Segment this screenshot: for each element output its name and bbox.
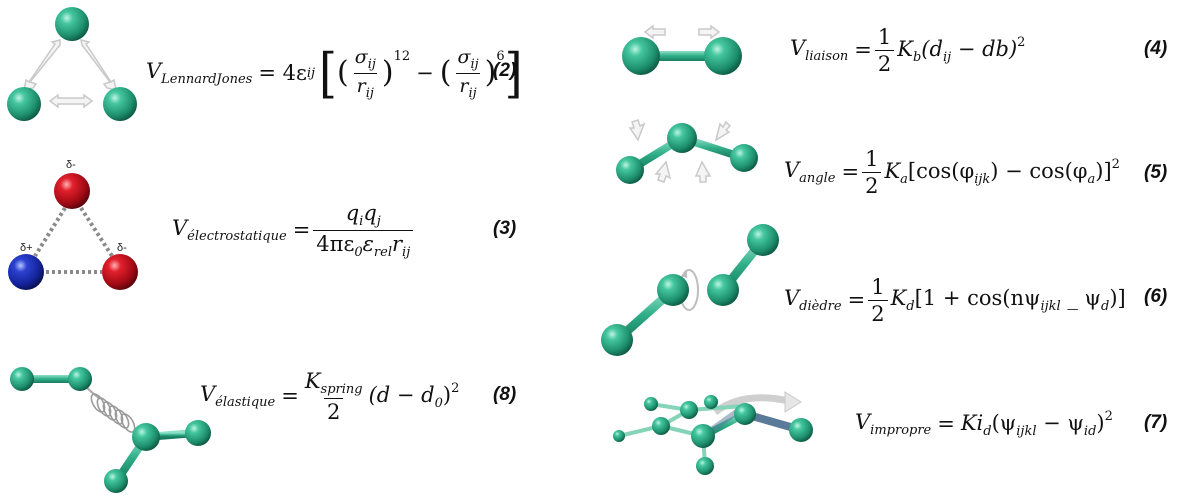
equation-number-5: (5) bbox=[1144, 162, 1168, 183]
spring-icon bbox=[90, 393, 136, 433]
atom-red-right bbox=[102, 254, 138, 290]
elastic-diagram bbox=[0, 355, 220, 498]
arrow-left-icon bbox=[23, 39, 61, 91]
charge-right: δ- bbox=[117, 242, 127, 254]
rotation-arrow-icon bbox=[784, 391, 802, 413]
improper-diagram bbox=[605, 384, 835, 498]
equation-number-8: (8) bbox=[493, 384, 517, 405]
dihedral-diagram bbox=[595, 218, 795, 358]
angle-diagram bbox=[608, 110, 768, 190]
arrow-left-icon bbox=[643, 24, 666, 40]
atom-red-top bbox=[54, 173, 90, 209]
equation-number-7: (7) bbox=[1144, 412, 1168, 433]
equation-number-3: (3) bbox=[493, 218, 517, 239]
arrow-right-icon bbox=[698, 24, 721, 40]
equation-number-4: (4) bbox=[1144, 38, 1168, 59]
arrow-up-left-icon bbox=[628, 119, 646, 142]
arrow-up-right-icon bbox=[714, 120, 732, 142]
arrow-down-left-icon bbox=[654, 160, 672, 183]
bond-diagram bbox=[615, 10, 755, 90]
arrow-right-icon bbox=[80, 38, 117, 91]
improper-equation: Vimpropre = Kid(ψijkl − ψid)2 bbox=[855, 409, 1113, 439]
equation-number-6: (6) bbox=[1144, 286, 1168, 307]
arrow-down-right-icon bbox=[694, 160, 712, 183]
atom-top bbox=[55, 7, 89, 41]
lj-diagram bbox=[0, 0, 140, 130]
charge-left: δ+ bbox=[20, 242, 33, 254]
arrow-horizontal-icon bbox=[48, 93, 94, 109]
electrostatic-diagram: δ- δ+ δ- bbox=[0, 150, 150, 300]
atom-right bbox=[103, 87, 137, 121]
atom-blue-left bbox=[8, 254, 44, 290]
atom-left bbox=[7, 87, 41, 121]
charge-top: δ- bbox=[66, 159, 76, 171]
equation-number-2: (2) bbox=[493, 60, 517, 81]
